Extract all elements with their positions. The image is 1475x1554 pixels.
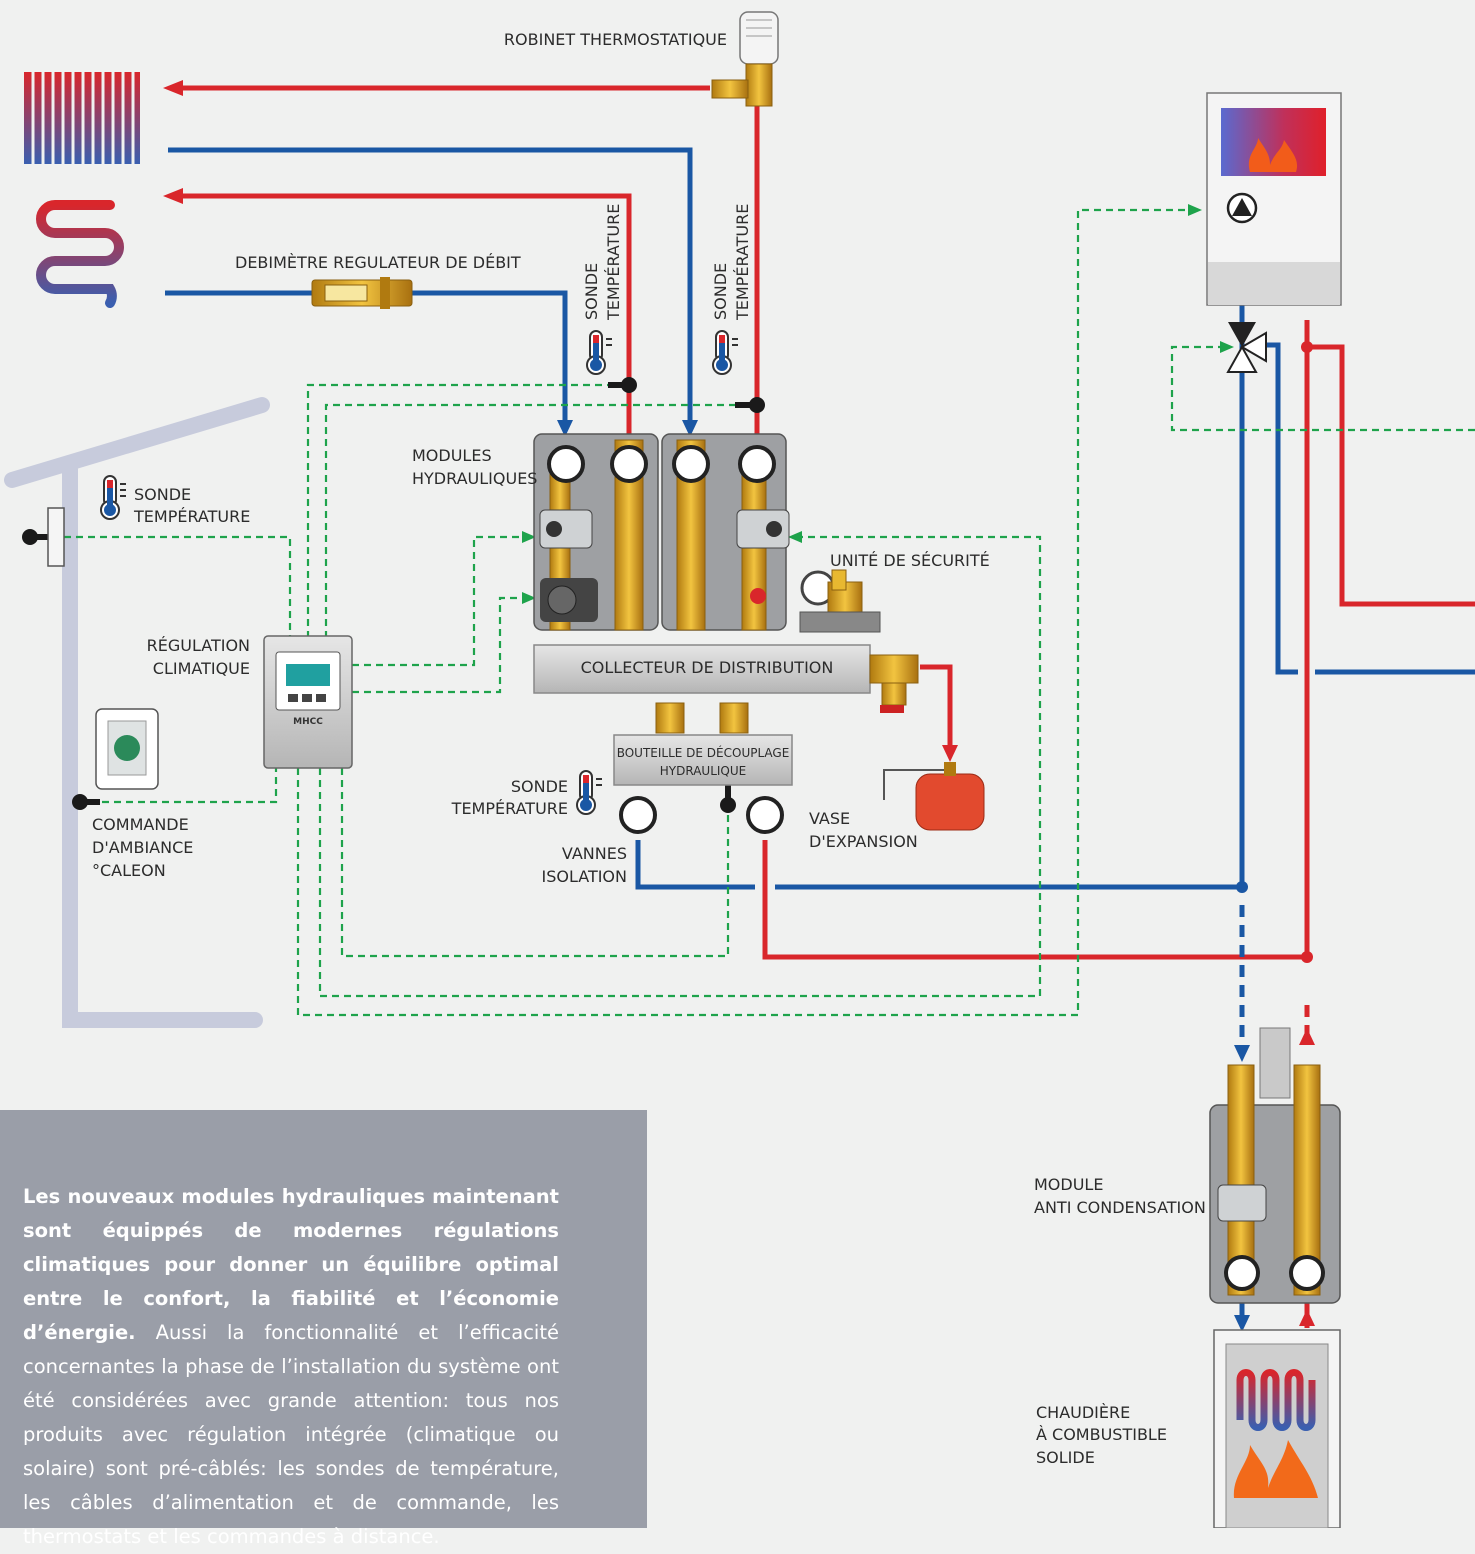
wall-boiler-icon (1207, 93, 1341, 305)
hydraulic-separator: BOUTEILLE DE DÉCOUPLAGE HYDRAULIQUE (614, 703, 792, 832)
mhcc-logo-text: MHCC (293, 717, 323, 727)
label-ambiance: D'AMBIANCE (92, 838, 193, 857)
room-control-icon (96, 709, 158, 789)
label-temperature: TEMPÉRATURE (451, 799, 568, 818)
label-regulation: RÉGULATION (147, 636, 250, 655)
floor-heating-coil-icon (41, 205, 119, 303)
label-temperature: TEMPÉRATURE (733, 204, 752, 321)
label-debimetre: DEBIMÈTRE REGULATEUR DE DÉBIT (235, 253, 521, 272)
label-unite-securite: UNITÉ DE SÉCURITÉ (830, 551, 990, 570)
label-sonde: SONDE (582, 263, 601, 320)
separator-label-line2: HYDRAULIQUE (660, 764, 746, 778)
thermometer-icon (577, 771, 602, 814)
label-sonde: SONDE (711, 263, 730, 320)
label-hydrauliques: HYDRAULIQUES (412, 469, 537, 488)
label-modules: MODULES (412, 446, 492, 465)
outdoor-sensor-box (48, 508, 64, 566)
label-temperature: TEMPÉRATURE (133, 507, 250, 526)
label-solide: SOLIDE (1036, 1448, 1095, 1467)
radiator-icon (24, 72, 140, 164)
label-combustible: À COMBUSTIBLE (1036, 1425, 1167, 1444)
label-vase: VASE (809, 809, 850, 828)
label-isolation: ISOLATION (541, 867, 627, 886)
label-expansion: D'EXPANSION (809, 832, 918, 851)
label-climatique: CLIMATIQUE (153, 659, 250, 678)
climate-controller-unit: MHCC (264, 636, 352, 768)
thermometer-icon (101, 476, 126, 519)
info-body-text: Aussi la fonctionnalité et l’efficacité … (23, 1321, 559, 1548)
label-robinet-thermostatique: ROBINET THERMOSTATIQUE (504, 30, 727, 49)
collector-label: COLLECTEUR DE DISTRIBUTION (581, 658, 834, 677)
hydraulic-module (534, 434, 789, 630)
separator-label-line1: BOUTEILLE DE DÉCOUPLAGE (617, 745, 790, 760)
solid-fuel-boiler-icon (1214, 1330, 1340, 1528)
label-anti-condensation: ANTI CONDENSATION (1034, 1198, 1206, 1217)
label-caleon: °CALEON (92, 861, 166, 880)
thermostatic-valve-icon (712, 12, 778, 106)
label-module: MODULE (1034, 1175, 1103, 1194)
label-chaudiere: CHAUDIÈRE (1036, 1403, 1130, 1422)
thermometer-icon (587, 331, 612, 374)
label-sonde: SONDE (134, 485, 191, 504)
flow-meter-icon (312, 277, 412, 309)
thermometer-icon (713, 331, 738, 374)
label-temperature: TEMPÉRATURE (604, 204, 623, 321)
label-sonde: SONDE (511, 777, 568, 796)
safety-unit-icon (800, 570, 880, 632)
expansion-vessel-icon (884, 762, 984, 830)
info-text-box: Les nouveaux modules hydrauliques mainte… (0, 1110, 647, 1528)
label-commande: COMMANDE (92, 815, 189, 834)
label-vannes: VANNES (562, 844, 627, 863)
anti-condensation-module (1210, 1028, 1340, 1303)
